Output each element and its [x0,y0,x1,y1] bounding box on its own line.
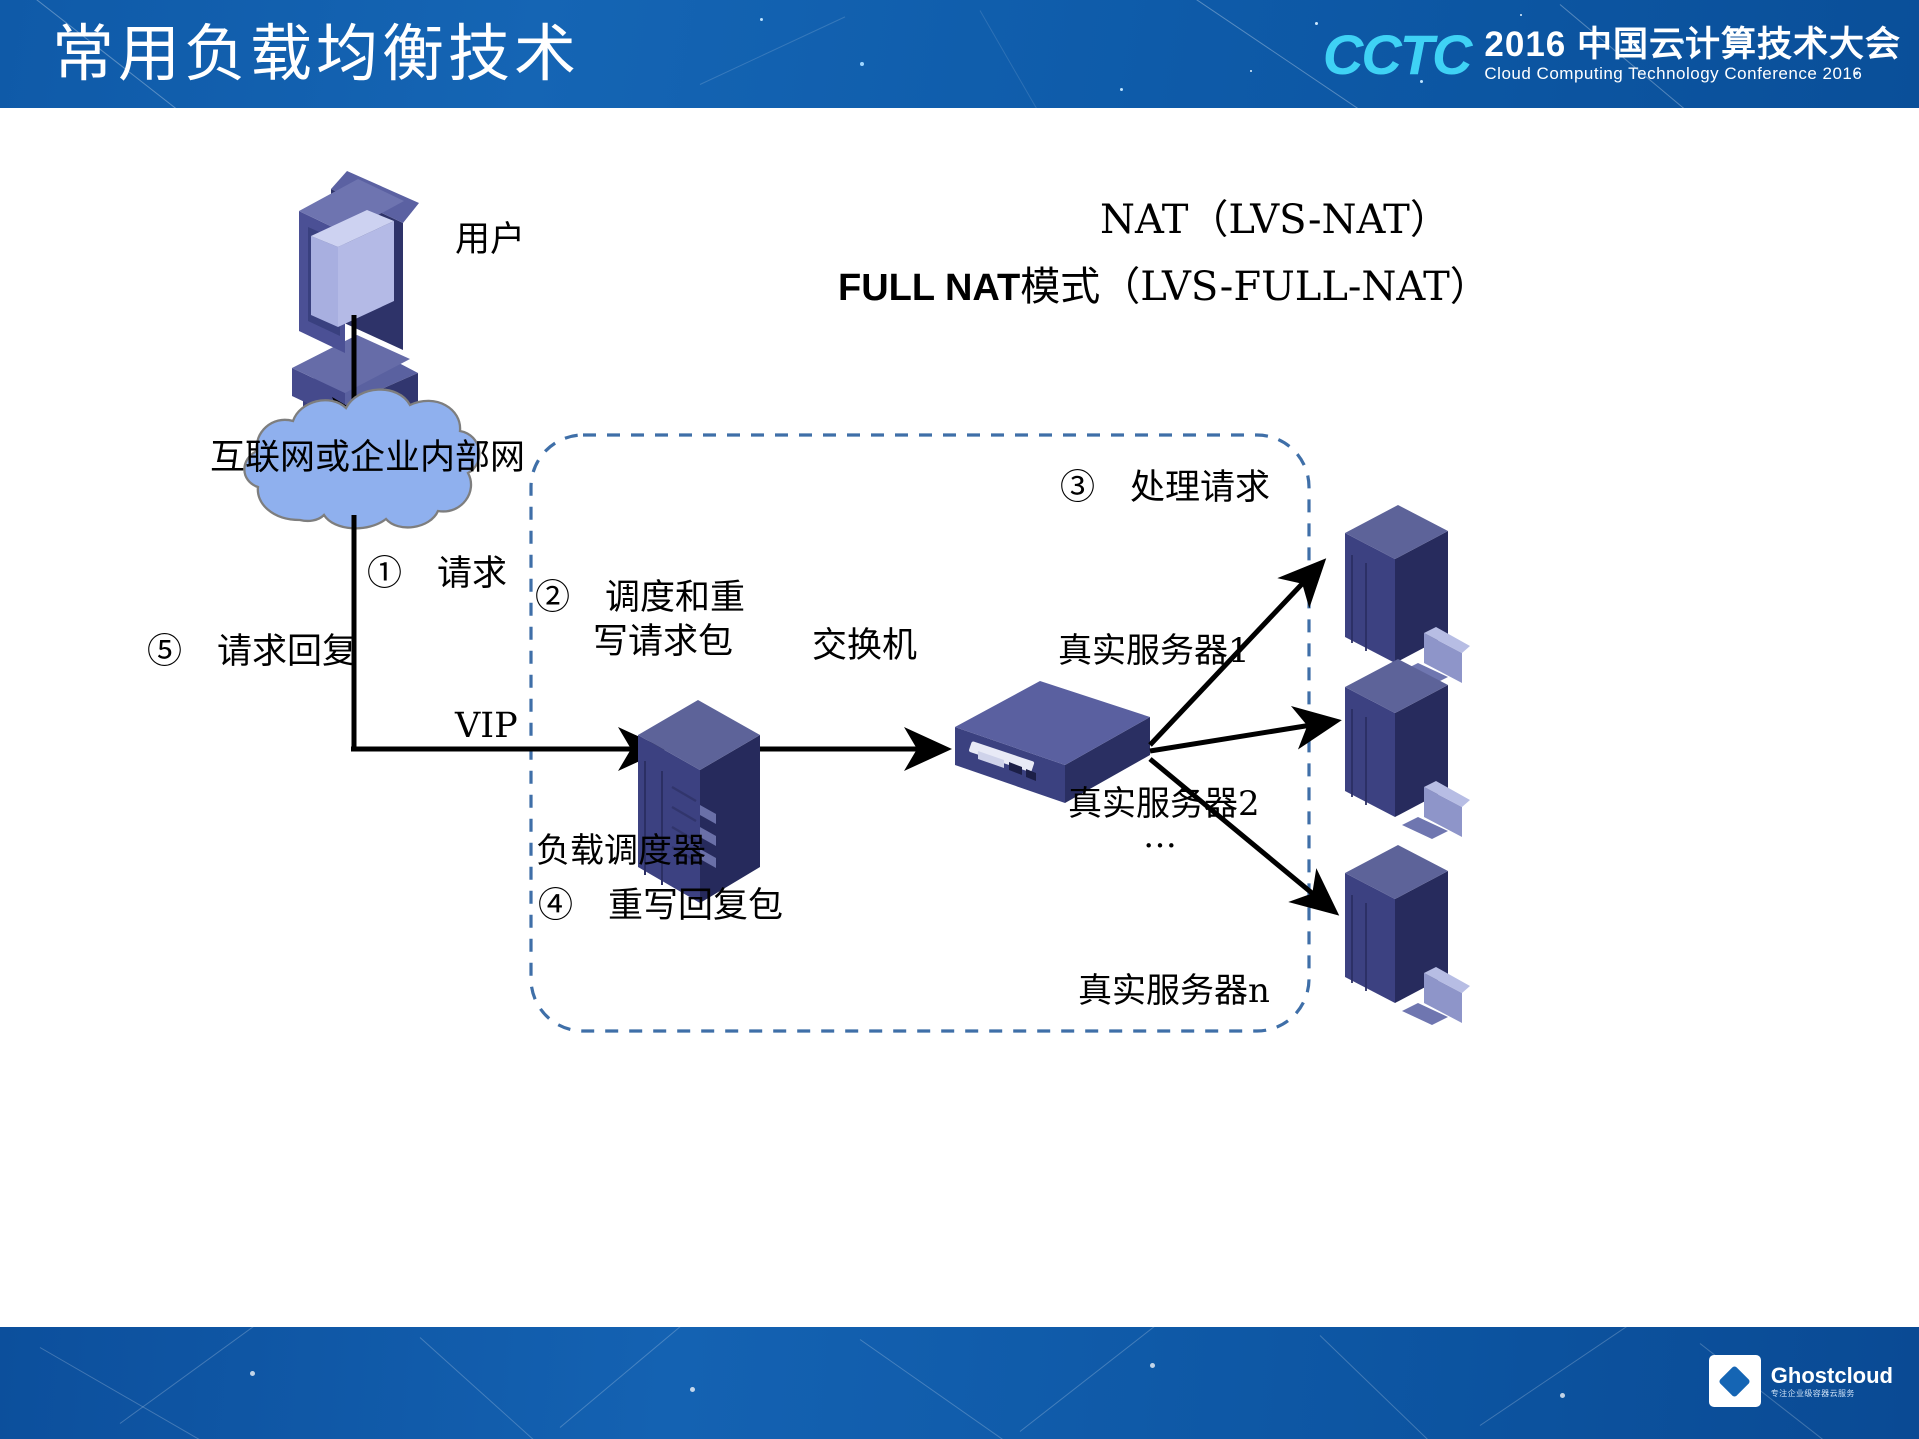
conference-name-cn: 2016 中国云计算技术大会 [1484,25,1901,64]
arrow-switch-to-rs1 [1148,558,1327,747]
ghostcloud-name: Ghostcloud [1770,1362,1893,1388]
cctc-logo: CCTC 2016 中国云计算技术大会 Cloud Computing Tech… [1323,18,1901,92]
header-starfield [0,0,1919,108]
label-step1-request: ① 请求 [367,554,508,594]
label-step2-schedule: ② 调度和重 写请求包 [535,577,745,665]
label-real-server-n: 真实服务器n [1078,971,1270,1011]
page-title: 常用负载均衡技术 [52,17,581,90]
label-step5-reply: ⑤ 请求回复 [147,632,358,672]
nat-title-line2: FULL NAT模式（LVS-FULL-NAT） [838,262,1490,313]
label-load-balancer: 负载调度器 [536,831,706,871]
label-vip: VIP [455,706,518,746]
network-diagram [243,171,1470,1033]
label-user: 用户 [455,220,526,260]
label-internet: 互联网或企业内部网 [210,438,526,478]
load-balancer-icon [638,700,760,903]
nat-title-rest: 模式（LVS-FULL-NAT） [1020,264,1490,310]
label-real-server-1: 真实服务器1 [1058,631,1250,671]
arrow-switch-to-rsn [1148,757,1340,916]
switch-icon [955,681,1150,803]
ghostcloud-mark-icon [1708,1355,1761,1407]
real-server-n-icon [1345,845,1470,1025]
ghostcloud-tagline: 专注企业级容器云服务 [1770,1388,1855,1398]
label-step3-process: ③ 处理请求 [1060,468,1271,508]
slide-footer: Ghostcloud 专注企业级容器云服务 [0,1327,1919,1439]
diagram-stage: NAT（LVS-NAT） FULL NAT模式（LVS-FULL-NAT） 用户… [0,115,1919,1327]
label-switch: 交换机 [812,626,918,666]
cluster-dashed-boundary [529,433,1311,1033]
real-server-1-icon [1345,505,1470,685]
label-step2-line1: ② 调度和重 [535,578,746,618]
header-divider [0,108,1919,115]
user-computer-icon [292,171,419,435]
nat-title-line1: NAT（LVS-NAT） [1100,197,1450,243]
real-server-2-icon [1345,659,1470,839]
label-step2-line2: 写请求包 [593,621,734,662]
arrow-switch-to-rs2 [1149,706,1342,754]
label-real-server-ellipsis: … [1143,816,1180,856]
slide-header: 常用负载均衡技术 CCTC 2016 中国云计算技术大会 Cloud Compu… [0,0,1919,108]
label-real-server-2: 真实服务器2 [1068,784,1260,824]
internet-cloud-icon [243,388,481,530]
label-step4-rewrite: ④ 重写回复包 [538,886,784,926]
ghostcloud-logo: Ghostcloud 专注企业级容器云服务 [1708,1355,1893,1407]
conference-name-en: Cloud Computing Technology Conference 20… [1484,64,1863,83]
cctc-wordmark: CCTC [1322,23,1473,86]
nat-title-bold: FULL NAT [838,267,1021,309]
